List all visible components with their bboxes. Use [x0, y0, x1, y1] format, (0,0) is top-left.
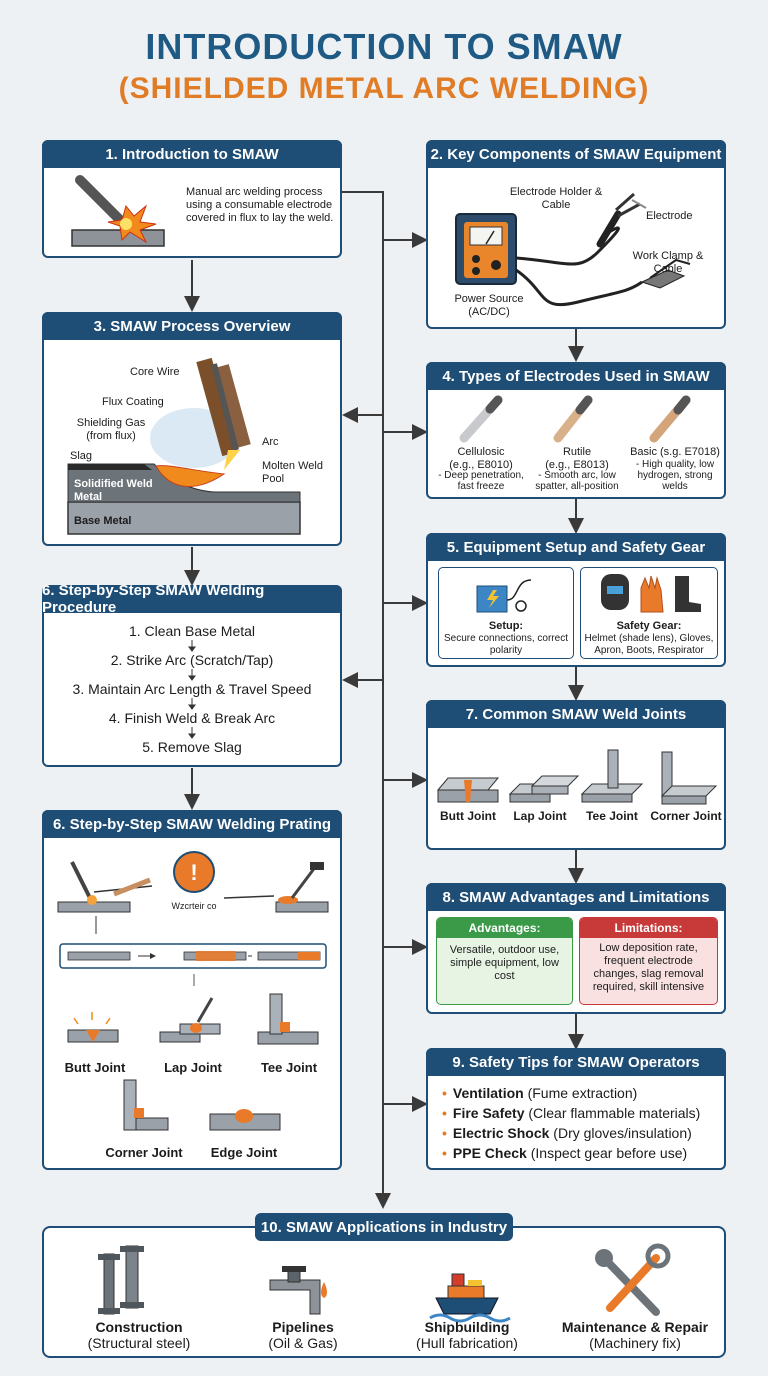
panel-header: 6. Step-by-Step SMAW Welding Prating [42, 810, 342, 838]
joint-label: Corner Joint [650, 809, 722, 823]
panel-applications: Construction (Structural steel) Pipeline… [42, 1226, 726, 1358]
panel-header: 6. Step-by-Step SMAW Welding Procedure [42, 582, 342, 616]
application-detail: (Machinery fix) [589, 1335, 681, 1351]
label-molten-weld-pool: Molten Weld Pool [262, 460, 323, 485]
advantages-title: Advantages: [437, 918, 572, 938]
prating-joint-label: Tee Joint [260, 1060, 318, 1075]
panel-introduction: 1. Introduction to SMAW Manual arc weldi… [42, 140, 342, 258]
electrode-icons [459, 395, 691, 443]
svg-text:!: ! [190, 860, 197, 885]
panel-header: 3. SMAW Process Overview [42, 312, 342, 340]
equipment-illustration [455, 192, 691, 307]
label-flux-coating: Flux Coating [102, 396, 164, 408]
panel-header: 1. Introduction to SMAW [42, 140, 342, 168]
advantages-text: Versatile, outdoor use, simple equipment… [449, 944, 560, 982]
welding-arc-icon [71, 175, 165, 247]
electrode-rutile-desc: - Smooth arc, low spatter, all-position [535, 470, 619, 492]
safety-tip: •PPE Check (Inspect gear before use) [442, 1145, 688, 1161]
safety-tip: •Electric Shock (Dry gloves/insulation) [442, 1125, 692, 1141]
electrode-rutile-name: Rutile [562, 446, 592, 458]
limitations-text: Low deposition rate, frequent electrode … [592, 942, 705, 993]
electrode-cellulosic-name: Cellulosic [457, 446, 505, 458]
prating-joint-label: Butt Joint [64, 1060, 126, 1075]
label-shielding-gas: Shielding Gas (from flux) [76, 417, 146, 442]
applications-header: 10. SMAW Applications in Industry [255, 1213, 513, 1241]
electrode-cellulosic-desc: - Deep penetration, fast freeze [438, 470, 524, 492]
procedure-step: 5. Remove Slag [142, 739, 242, 755]
warning-caption: Wzcrteir co [171, 901, 217, 911]
procedure-step: 3. Maintain Arc Length & Travel Speed [72, 681, 312, 697]
application-detail: (Oil & Gas) [268, 1335, 338, 1351]
label-slag: Slag [70, 450, 93, 462]
application-detail: (Structural steel) [87, 1335, 191, 1351]
label-electrode: Electrode [646, 210, 693, 222]
page-subtitle: (SHIELDED METAL ARC WELDING) [118, 72, 650, 105]
panel-header: 5. Equipment Setup and Safety Gear [426, 533, 726, 561]
safety-gear-box: Safety Gear: Helmet (shade lens), Gloves… [580, 567, 718, 659]
electrode-cellulosic-code: (e.g., E8010) [449, 459, 513, 471]
process-cross-section [67, 357, 301, 535]
step-arrows [188, 640, 196, 739]
label-electrode-holder: Electrode Holder & Cable [509, 186, 603, 211]
setup-description: Secure connections, correct polarity [444, 633, 568, 656]
panel-safety-tips: 9. Safety Tips for SMAW Operators •Venti… [426, 1048, 726, 1170]
panel-header: 9. Safety Tips for SMAW Operators [426, 1048, 726, 1076]
label-power-source: Power Source (AC/DC) [454, 293, 524, 318]
power-connection-icon [476, 579, 532, 613]
label-base-metal: Base Metal [74, 515, 132, 527]
panel-setup-safety: 5. Equipment Setup and Safety Gear Setup… [426, 533, 726, 667]
joint-label: Lap Joint [513, 809, 567, 823]
intro-description: Manual arc welding process using a consu… [186, 186, 334, 224]
application-name: Maintenance & Repair [561, 1319, 709, 1335]
prating-joint-label: Corner Joint [105, 1145, 183, 1160]
label-work-clamp: Work Clamp & Cable [632, 250, 704, 275]
safety-gear-icon [601, 574, 701, 613]
safety-gear-description: Helmet (shade lens), Gloves, Apron, Boot… [584, 633, 714, 656]
panel-header: 2. Key Components of SMAW Equipment [426, 140, 726, 168]
advantages-box: Advantages: Versatile, outdoor use, simp… [436, 917, 573, 1005]
weld-joint-icons [436, 749, 718, 805]
safety-gear-title: Safety Gear: [616, 620, 682, 632]
panel-process-overview: 3. SMAW Process Overview Core Wire Flux … [42, 312, 342, 546]
prating-joint-label: Lap Joint [164, 1060, 222, 1075]
electrode-basic-desc: - High quality, low hydrogen, strong wel… [635, 459, 715, 492]
panel-key-components: 2. Key Components of SMAW Equipment Elec… [426, 140, 726, 329]
panel-electrode-types: 4. Types of Electrodes Used in SMAW Cell… [426, 362, 726, 499]
panel-welding-prating: 6. Step-by-Step SMAW Welding Prating ! [42, 810, 342, 1170]
procedure-step: 4. Finish Weld & Break Arc [108, 710, 276, 726]
application-name: Construction [95, 1319, 183, 1335]
electrode-basic-name: Basic (s.g. E7018) [630, 446, 720, 458]
page-title: INTRODUCTION TO SMAW [145, 26, 623, 67]
application-detail: (Hull fabrication) [416, 1335, 518, 1351]
application-name: Pipelines [272, 1319, 334, 1335]
procedure-step: 1. Clean Base Metal [128, 623, 256, 639]
application-icons [98, 1243, 671, 1323]
prating-illustrations: ! [57, 851, 329, 1131]
label-core-wire: Core Wire [130, 366, 180, 378]
label-solidified-weld: Solidified Weld Metal [74, 478, 153, 503]
panel-header: 7. Common SMAW Weld Joints [426, 700, 726, 728]
safety-tip: •Ventilation (Fume extraction) [442, 1085, 638, 1101]
limitations-title: Limitations: [580, 918, 717, 938]
setup-box: Setup: Secure connections, correct polar… [438, 567, 574, 659]
panel-advantages-limitations: 8. SMAW Advantages and Limitations Advan… [426, 883, 726, 1014]
panel-weld-joints: 7. Common SMAW Weld Joints Butt Joint La… [426, 700, 726, 850]
electrode-rutile-code: (e.g., E8013) [545, 459, 609, 471]
safety-tip: •Fire Safety (Clear flammable materials) [442, 1105, 701, 1121]
joint-label: Butt Joint [440, 809, 496, 823]
panel-welding-procedure: 6. Step-by-Step SMAW Welding Procedure 1… [42, 582, 342, 767]
panel-header: 8. SMAW Advantages and Limitations [426, 883, 726, 911]
procedure-step: 2. Strike Arc (Scratch/Tap) [110, 652, 274, 668]
joint-label: Tee Joint [586, 809, 638, 823]
application-name: Shipbuilding [424, 1319, 510, 1335]
prating-joint-label: Edge Joint [210, 1145, 278, 1160]
setup-title: Setup: [488, 620, 524, 632]
panel-header: 4. Types of Electrodes Used in SMAW [426, 362, 726, 390]
label-arc: Arc [262, 436, 279, 448]
limitations-box: Limitations: Low deposition rate, freque… [579, 917, 718, 1005]
